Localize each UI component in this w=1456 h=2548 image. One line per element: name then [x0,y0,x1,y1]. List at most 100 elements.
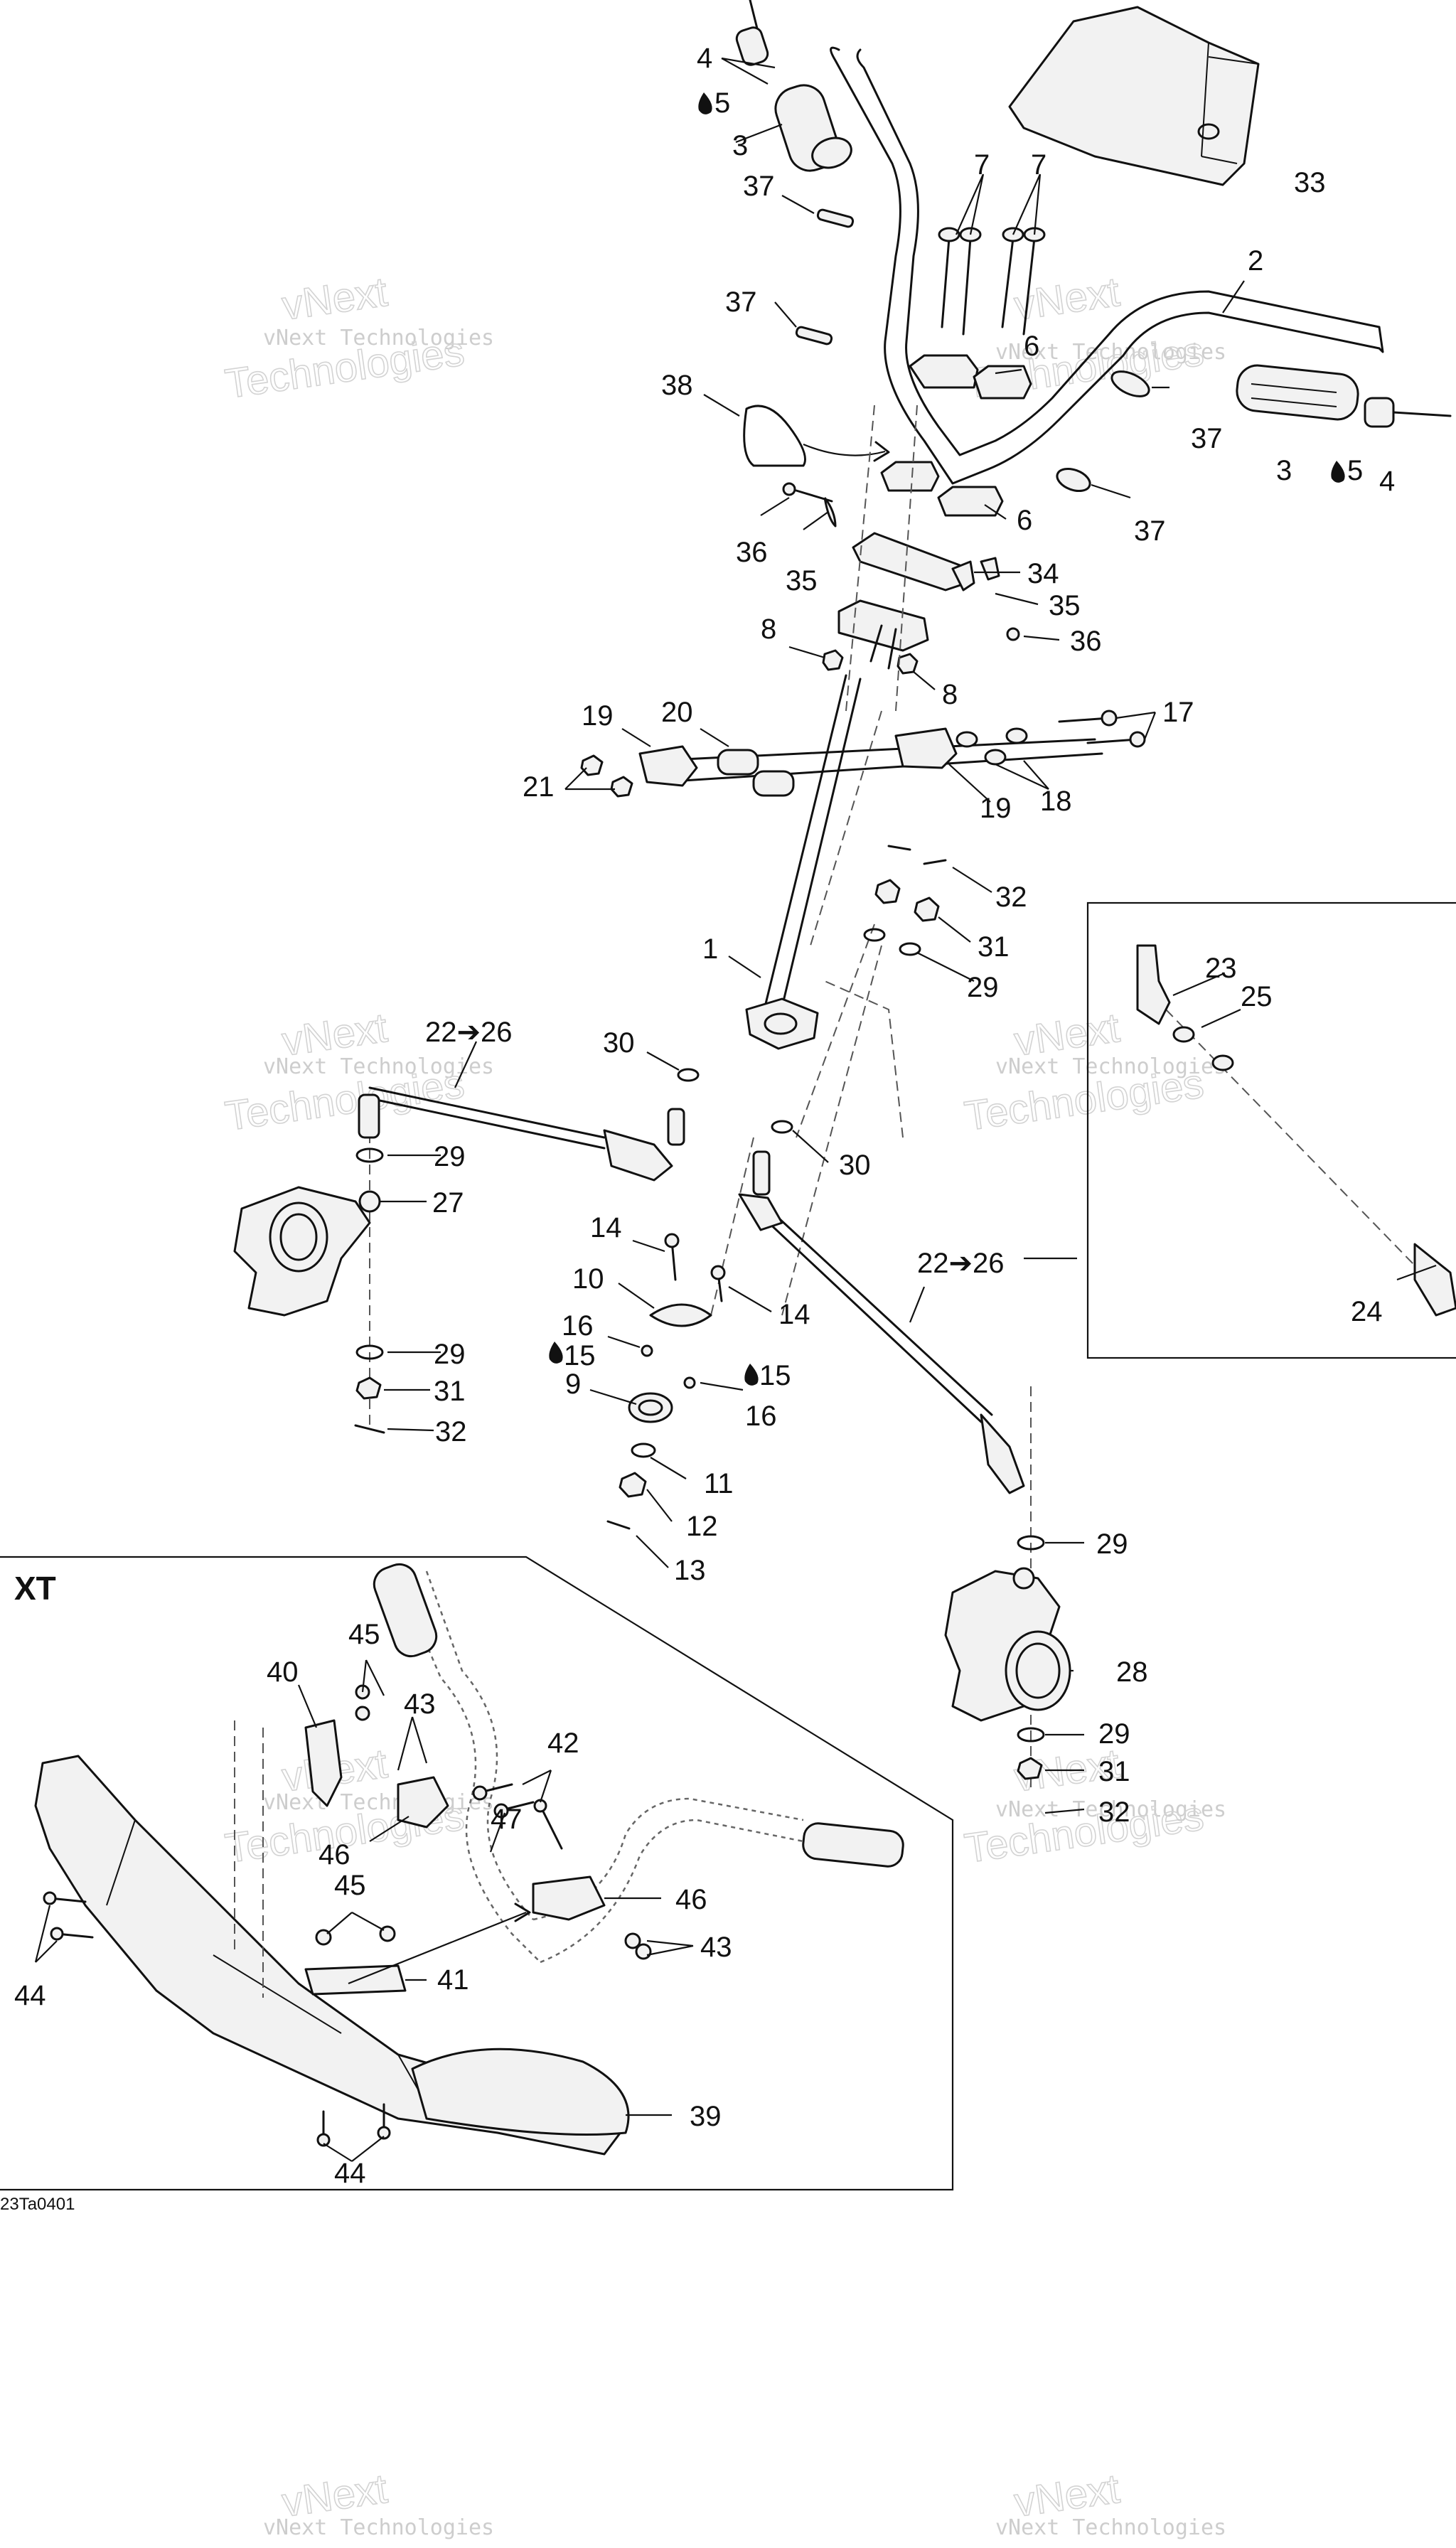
callout-42: 42 [547,1728,579,1759]
callout-29: 29 [434,1339,466,1370]
callout-46: 46 [675,1884,707,1915]
part-2-handlebar [830,46,1384,485]
callout-22-26: 22➔26 [917,1248,1005,1279]
callout-37: 37 [743,171,775,202]
callout-35: 35 [1049,590,1081,621]
svg-text:vNext Technologies: vNext Technologies [995,1797,1226,1822]
callout-14: 14 [778,1299,810,1330]
callout-4: 4 [1379,466,1395,497]
part-3-grip-left [774,84,852,172]
callout-32: 32 [435,1416,467,1447]
callout-32: 32 [1098,1797,1130,1828]
part-22-tie-rod-right [738,1150,1025,1494]
callout-6: 6 [1024,331,1039,362]
svg-text:vNext Technologies: vNext Technologies [263,2515,494,2540]
callout-41: 41 [437,1964,469,1996]
callout-38: 38 [661,370,693,401]
callout-21: 21 [523,771,555,803]
callout-19: 19 [980,793,1012,824]
callout-30: 30 [839,1150,871,1181]
callout-27: 27 [432,1187,464,1219]
part-40-bracket [43,1684,652,2147]
callout-44: 44 [334,2158,366,2189]
inset-label-xt: XT [14,1570,56,1607]
callout-7: 7 [974,149,990,181]
callout-13: 13 [674,1555,706,1586]
callout-43: 43 [404,1688,436,1720]
callout-32: 32 [995,882,1027,913]
callout-8: 8 [942,679,958,710]
part-19-tie-rod-clamp [580,710,1146,798]
callout-19: 19 [582,700,614,732]
part-37-plug [795,208,1150,493]
callout-36: 36 [1070,626,1102,657]
part-34-bracket [782,482,1020,641]
callout-29: 29 [967,972,999,1003]
callout-47: 47 [491,1804,523,1835]
callout-12: 12 [686,1511,718,1542]
callout-37: 37 [725,287,757,318]
callout-37: 37 [1134,515,1166,547]
callout-7: 7 [1031,149,1046,181]
callout-5: 5 [1347,455,1363,486]
callout-43: 43 [700,1932,732,1963]
oil-drop-icon [549,92,1345,1386]
callout-22-26: 22➔26 [425,1017,513,1048]
callout-3: 3 [1276,455,1292,486]
callout-31: 31 [978,931,1010,963]
part-6-clamp [880,354,1032,517]
svg-text:vNext: vNext [279,269,390,329]
callout-39: 39 [690,2101,722,2132]
svg-text:vNext Technologies: vNext Technologies [995,340,1226,365]
callout-5: 5 [714,87,730,119]
svg-text:vNext Technologies: vNext Technologies [995,2515,1226,2540]
callout-45: 45 [348,1619,380,1650]
part-31-nut [863,845,947,956]
callout-17: 17 [1162,697,1194,728]
svg-text:vNext Technologies: vNext Technologies [995,1054,1226,1079]
callout-34: 34 [1027,558,1059,589]
callout-labels: 4 5 3 37 37 38 7 7 33 2 6 37 3 5 4 6 37 … [0,43,1395,2214]
svg-text:vNext Technologies: vNext Technologies [263,326,494,350]
callout-29: 29 [1096,1529,1128,1560]
callout-31: 31 [434,1376,466,1407]
svg-text:vNext Technologies: vNext Technologies [263,1790,494,1815]
part-29-washer [354,1068,1045,1780]
svg-text:vNext Technologies: vNext Technologies [263,1054,494,1079]
xt-handlebar-ghost [373,1563,904,1964]
part-28-steering-knuckle-right [944,1567,1071,1722]
part-7-bolt [938,227,1046,336]
callout-8: 8 [761,614,776,645]
callout-36: 36 [736,537,768,568]
callout-46: 46 [318,1839,350,1870]
xt-inset-frame [0,1556,954,2191]
part-4-bar-end [735,0,1452,428]
part-22-tie-rod-left [358,1086,685,1182]
part-33-handlebar-cover [1008,6,1260,186]
callout-18: 18 [1040,786,1072,817]
callout-31: 31 [1098,1756,1130,1787]
callout-45: 45 [334,1870,366,1901]
callout-10: 10 [572,1263,604,1295]
callout-28: 28 [1116,1656,1148,1688]
callout-9: 9 [565,1369,581,1400]
callout-16: 16 [745,1401,777,1432]
callout-30: 30 [603,1027,635,1059]
part-38-pin [743,405,806,467]
part-10-retainer-plate [606,1233,726,1530]
callout-3: 3 [732,130,748,161]
callout-15: 15 [759,1360,791,1391]
part-27-steering-knuckle-left [233,1186,381,1317]
callout-11: 11 [704,1468,734,1499]
callout-20: 20 [661,697,693,728]
callout-44: 44 [14,1980,46,2011]
callout-1: 1 [702,933,718,965]
detail-tie-rod [1136,944,1456,1317]
callout-25: 25 [1241,981,1273,1012]
callout-29: 29 [1098,1718,1130,1750]
image-code: 23Ta0401 [0,2195,75,2214]
part-1-steering-column [745,674,862,1050]
callout-2: 2 [1248,245,1263,277]
callout-35: 35 [786,565,818,596]
